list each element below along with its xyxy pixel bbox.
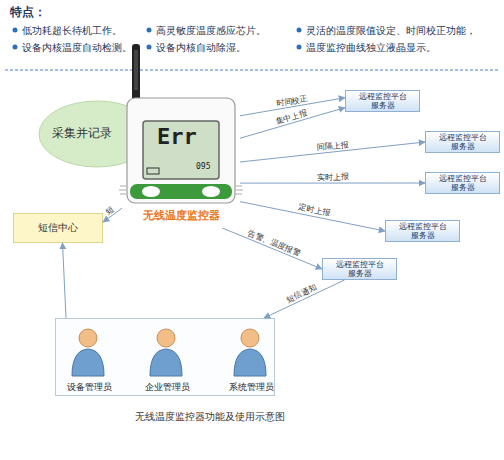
server-box: 远程监控平台 服务器 (425, 131, 500, 153)
node-text: 远程监控平台 服务器 (397, 222, 449, 240)
divider-line (5, 70, 500, 71)
connector-arrow (240, 183, 425, 184)
edge-label: 实时上报 (316, 172, 348, 183)
server-box: 远程监控平台 服务器 (322, 258, 397, 280)
edge-label: 定时上报 (297, 202, 331, 219)
person-icons (72, 329, 266, 376)
node-text: 无线温度监控器 (122, 208, 240, 223)
connector-arrow (240, 108, 345, 139)
edge-label: 告警、温度报警 (246, 227, 302, 258)
node-text: 远程监控平台 服务器 (334, 260, 386, 278)
connector-arrow (63, 243, 67, 318)
edge-label: 时间校正 (275, 93, 308, 109)
server-box: 远程监控平台 服务器 (425, 172, 500, 194)
heading: 特点： (10, 4, 46, 21)
feature-item: 设备内核自动除湿。 (156, 41, 246, 55)
feature-item: 高灵敏度温度感应芯片。 (156, 24, 266, 38)
edge-label: 短信通知 (285, 282, 319, 306)
server-box: 远程监控平台 服务器 (385, 220, 460, 242)
lcd-small: 095 (196, 162, 210, 171)
feature-item: 灵活的温度限值设定、时间校正功能， (306, 24, 476, 38)
connector-arrow (222, 228, 322, 269)
caption: 无线温度监控器功能及使用示意图 (110, 410, 310, 424)
edge-label: 集中上报 (274, 107, 308, 127)
feature-item: 设备内核温度自动检测。 (22, 41, 132, 55)
node-text: 远程监控平台 服务器 (437, 133, 489, 151)
feature-item: 温度监控曲线独立液晶显示。 (306, 41, 436, 55)
connector-arrow (240, 202, 385, 231)
node-text: 企业管理员 (132, 381, 202, 394)
node-text: 远程监控平台 服务器 (357, 92, 409, 110)
feature-item: 低功耗超长待机工作。 (22, 24, 122, 38)
edge-label: 间隔上报 (315, 139, 348, 153)
lcd-big: Err (157, 124, 197, 149)
node-text: 短信中心 (38, 221, 78, 235)
node-text: 系统管理员 (216, 381, 286, 394)
sms-center-box: 短信中心 (13, 213, 103, 243)
server-box: 远程监控平台 服务器 (345, 90, 420, 112)
node-text: 设备管理员 (54, 381, 124, 394)
node-text: 采集并记录 (52, 125, 112, 142)
edge-label: 短 (103, 203, 116, 217)
node-text: 远程监控平台 服务器 (437, 174, 489, 192)
device-illustration (119, 44, 243, 203)
connector-arrow (264, 280, 345, 318)
